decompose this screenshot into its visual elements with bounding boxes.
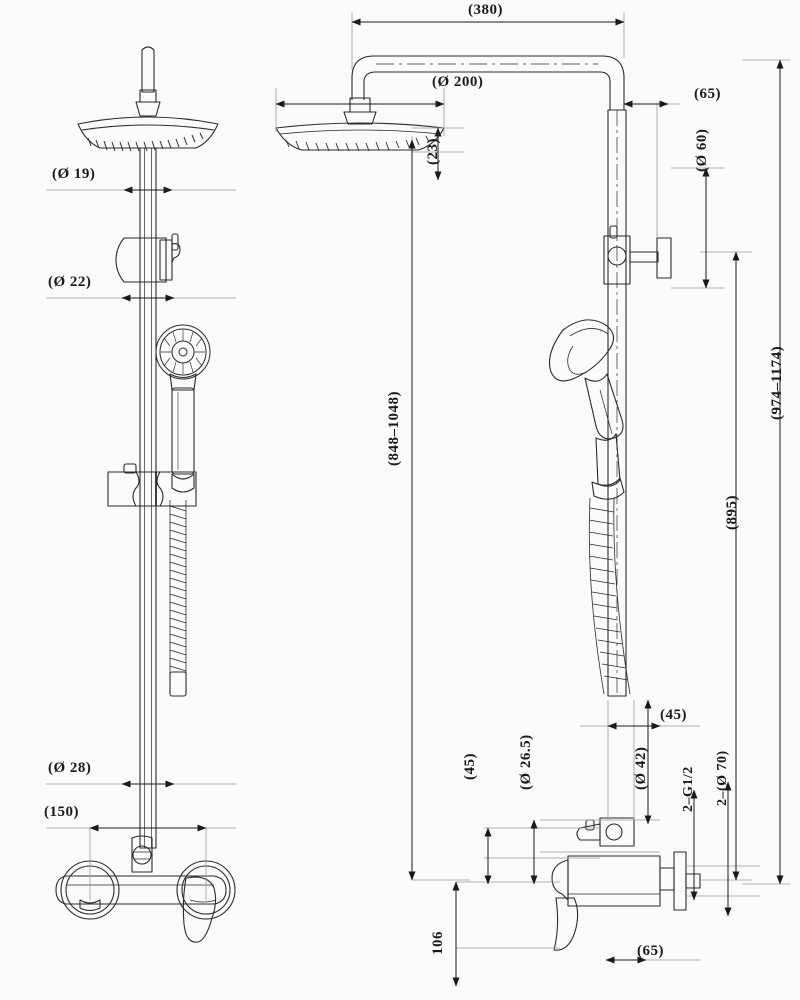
hs-hose-nut xyxy=(171,473,195,493)
head-nozzle-band xyxy=(87,132,204,152)
dim-106: 106 xyxy=(430,931,446,955)
head-joint-side xyxy=(343,111,377,125)
dim-65-top: (65) xyxy=(694,86,721,102)
diverter-knob xyxy=(656,237,672,279)
dim-d60: (Ø 60) xyxy=(694,129,710,172)
dim-d265: (Ø 26.5) xyxy=(518,734,534,790)
hs-handle-side xyxy=(584,373,624,440)
mixer-lever-handle xyxy=(182,876,217,943)
diverter-valve-side xyxy=(603,225,672,285)
dimension-labels: (Ø 19) (Ø 22) (Ø 28) (150) (380) (Ø 200)… xyxy=(44,2,785,959)
dim-848-1048: (848–1048) xyxy=(386,391,402,466)
dim-45-v: (45) xyxy=(462,753,478,780)
handshower-front xyxy=(155,324,211,493)
diverter-valve xyxy=(115,233,181,283)
shower-arm-outer xyxy=(351,55,625,110)
dim-d28: (Ø 28) xyxy=(48,760,91,776)
head-ball-joint xyxy=(135,101,161,117)
hs-hose-nut-side xyxy=(591,477,625,500)
riser-top-cap xyxy=(141,46,155,93)
shower-hose xyxy=(169,500,187,697)
hs-head-side xyxy=(548,319,615,382)
dim-d19: (Ø 19) xyxy=(52,166,95,182)
hs-handle xyxy=(171,387,195,475)
handshower-side xyxy=(548,319,625,500)
shower-arm-inner xyxy=(363,71,611,110)
wall-mixer-side xyxy=(551,817,701,951)
dim-45-h: (45) xyxy=(660,707,687,723)
mixer-outlet xyxy=(79,899,101,912)
head-nozzles-side xyxy=(285,135,430,152)
dim-380: (380) xyxy=(468,2,503,18)
side-view xyxy=(275,55,701,951)
mixer-riser-conn xyxy=(131,835,153,873)
handshower-nozzles xyxy=(161,330,205,374)
dim-150: (150) xyxy=(44,804,79,820)
dim-65-bottom: (65) xyxy=(637,943,664,959)
dim-d200: (Ø 200) xyxy=(432,74,483,90)
dimension-arrows xyxy=(89,18,784,987)
shower-hose-side xyxy=(588,497,631,695)
overhead-shower-head xyxy=(77,116,219,149)
dim-895: (895) xyxy=(724,495,740,530)
hs-collar xyxy=(169,373,197,391)
dim-d70: 2–(Ø 70) xyxy=(715,750,730,806)
dim-d42: (Ø 42) xyxy=(633,747,649,790)
front-view xyxy=(55,46,236,943)
slide-bracket xyxy=(107,463,197,507)
head-top-edge xyxy=(81,124,215,131)
dim-g12: 2–G1/2 xyxy=(681,766,696,812)
mixer-lever-side xyxy=(551,859,569,901)
dim-974-1174: (974–1174) xyxy=(769,346,785,420)
mixer-body xyxy=(55,875,227,905)
dim-23: (23) xyxy=(425,138,441,165)
dim-d22: (Ø 22) xyxy=(48,274,91,290)
mixer-handle-side xyxy=(553,897,579,951)
